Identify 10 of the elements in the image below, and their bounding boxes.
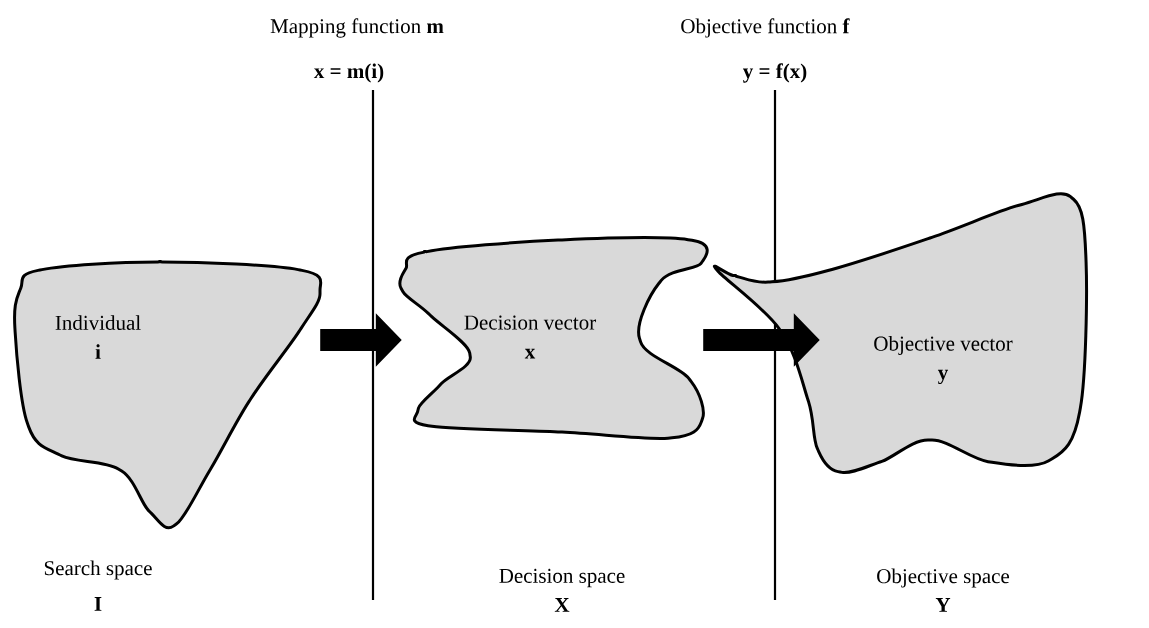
space-symbol: I [94, 597, 102, 611]
caption-text: Objective function f [681, 18, 850, 38]
caption-text: Search space [44, 560, 152, 580]
caption-text: Objective space [877, 568, 1010, 588]
space-symbol: Y [935, 598, 951, 612]
formula: y = f(x) [743, 63, 807, 83]
caption-text: Decision space [499, 568, 625, 588]
space-symbol: X [554, 598, 570, 612]
caption-text: Mapping function m [270, 18, 444, 38]
formula: x = m(i) [313, 63, 384, 83]
